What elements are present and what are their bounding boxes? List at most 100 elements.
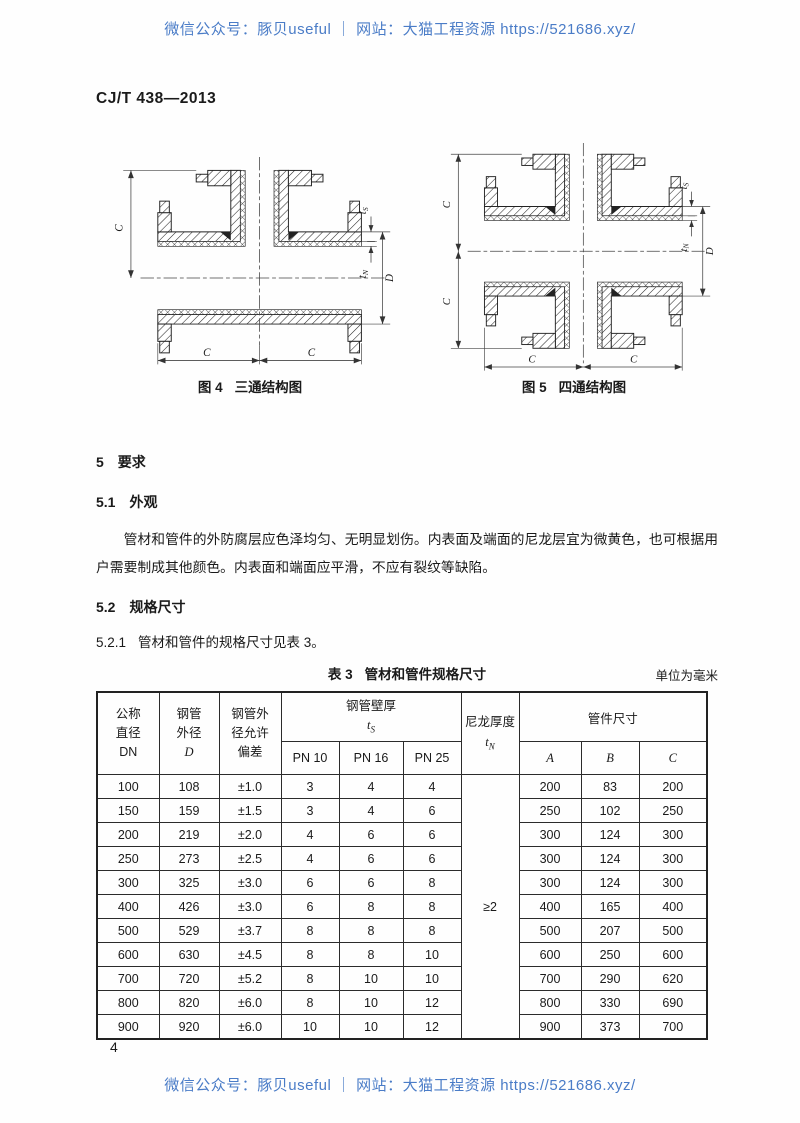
table-cell: 700 xyxy=(96,966,160,992)
table-cell: 500 xyxy=(96,918,160,944)
table-cell: 250 xyxy=(518,798,582,824)
table-cell: 300 xyxy=(518,870,582,896)
table-cell: 4 xyxy=(280,846,340,872)
table-cell: 325 xyxy=(158,870,220,896)
section-5-number: 5 xyxy=(96,454,104,470)
table-cell: 8 xyxy=(280,990,340,1016)
table-cell: ±1.5 xyxy=(218,798,282,824)
table-cell: ±3.0 xyxy=(218,894,282,920)
col-header-dn: 公称 直径 DN xyxy=(96,691,160,776)
section-5-title: 要求 xyxy=(117,454,146,470)
figure-5-drawing: C C C C D xyxy=(441,143,716,371)
table-cell: ±5.2 xyxy=(218,966,282,992)
table-cell: 3 xyxy=(280,798,340,824)
table-cell: 10 xyxy=(280,1014,340,1040)
table-cell: ±2.5 xyxy=(218,846,282,872)
table-cell: 400 xyxy=(518,894,582,920)
table-cell: 920 xyxy=(158,1014,220,1040)
table-cell: 6 xyxy=(402,798,462,824)
table-cell: 700 xyxy=(638,1014,708,1040)
col-header-c: C xyxy=(638,741,708,776)
table-cell: 400 xyxy=(96,894,160,920)
spec-table: 公称 直径 DN 钢管 外径 D 钢管外 径允许 偏差 xyxy=(96,691,709,1041)
table-cell: 8 xyxy=(280,966,340,992)
section-5-2-number: 5.2 xyxy=(96,599,116,616)
table-cell: 250 xyxy=(580,942,640,968)
table-cell: 200 xyxy=(96,822,160,848)
dim-label-ts: tS xyxy=(357,207,370,214)
table-cell: 620 xyxy=(638,966,708,992)
figure-4-drawing: C C C D xyxy=(113,156,396,365)
dim-label-d: D xyxy=(384,274,396,283)
table-cell: 500 xyxy=(518,918,582,944)
table-cell: 400 xyxy=(638,894,708,920)
table-cell: 10 xyxy=(338,990,404,1016)
table-cell: 700 xyxy=(518,966,582,992)
table-cell: 720 xyxy=(158,966,220,992)
dim-label-c-bottom-right: C xyxy=(308,347,316,359)
table-cell: ±1.0 xyxy=(218,774,282,800)
col-header-tolerance: 钢管外 径允许 偏差 xyxy=(218,691,282,776)
table-cell: 529 xyxy=(158,918,220,944)
section-5-1-heading: 5.1 外观 xyxy=(96,492,718,512)
watermark-bottom: 微信公众号：豚贝useful ｜ 网站：大猫工程资源 https://52168… xyxy=(164,1077,636,1094)
table-cell: 6 xyxy=(338,870,404,896)
dim-label-c-bottom-right: C xyxy=(630,353,638,365)
group-header-fitting-size: 管件尺寸 xyxy=(518,691,708,743)
table-cell: 426 xyxy=(158,894,220,920)
section-5-1-body: 管材和管件的外防腐层应色泽均匀、无明显划伤。内表面及端面的尼龙层宜为微黄色，也可… xyxy=(96,532,718,575)
col-header-pn16: PN 16 xyxy=(338,741,404,776)
table-cell: 124 xyxy=(580,870,640,896)
section-5-1-title: 外观 xyxy=(129,494,158,510)
figure-5-label: 图 5 xyxy=(521,380,547,395)
table-cell: 6 xyxy=(338,822,404,848)
table-cell: 6 xyxy=(280,894,340,920)
table-cell: ±6.0 xyxy=(218,990,282,1016)
table-cell: 373 xyxy=(580,1014,640,1040)
section-5-1-number: 5.1 xyxy=(96,494,116,510)
table-cell: 900 xyxy=(518,1014,582,1040)
steel-sections xyxy=(157,169,362,354)
table-cell: 124 xyxy=(580,822,640,848)
table-cell: 690 xyxy=(638,990,708,1016)
figures-row: C C C D xyxy=(94,130,730,396)
unit-note: 单位为毫米 xyxy=(655,669,718,684)
table-cell: 8 xyxy=(280,942,340,968)
table-cell: 800 xyxy=(518,990,582,1016)
dim-label-c-left: C xyxy=(113,224,125,232)
table-cell: 300 xyxy=(518,822,582,848)
table-cell: 900 xyxy=(96,1014,160,1040)
table-cell: 4 xyxy=(338,774,404,800)
col-header-a: A xyxy=(518,741,582,776)
centerlines xyxy=(467,143,707,364)
section-5-2-heading: 5.2 规格尺寸 xyxy=(96,597,718,617)
section-5-2-title: 规格尺寸 xyxy=(129,599,186,616)
table-cell: 200 xyxy=(638,774,708,800)
table-cell: 8 xyxy=(402,870,462,896)
table-cell: 820 xyxy=(158,990,220,1016)
table-cell: 159 xyxy=(158,798,220,824)
fillets xyxy=(220,231,299,241)
table-cell: 300 xyxy=(638,822,708,848)
table-cell: ±4.5 xyxy=(218,942,282,968)
table-cell: 200 xyxy=(518,774,582,800)
table-cell: 8 xyxy=(338,894,404,920)
table-title-text: 管材和管件规格尺寸 xyxy=(364,667,487,683)
table-cell: 4 xyxy=(402,774,462,800)
table-cell: 10 xyxy=(402,942,462,968)
page-number: 4 xyxy=(110,1039,118,1055)
dim-label-c-left-top: C xyxy=(441,200,453,208)
table-cell: 273 xyxy=(158,846,220,872)
watermark-top: 微信公众号：豚贝useful ｜ 网站：大猫工程资源 https://52168… xyxy=(164,21,636,38)
dim-label-c-bottom-left: C xyxy=(203,347,211,359)
